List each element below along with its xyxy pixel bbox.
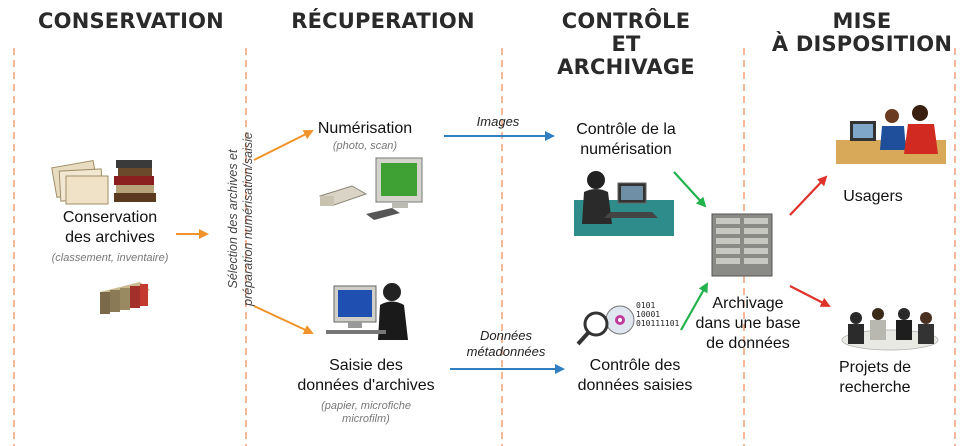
node-selection-line2: préparation numérisation/saisie — [241, 132, 255, 306]
node-saisie-sub1: (papier, microfiche — [321, 400, 411, 412]
header-mise-line2: À DISPOSITION — [771, 32, 953, 56]
users-icon — [836, 105, 946, 164]
binary-line1: 0101 — [636, 301, 656, 310]
node-archivage-line2: dans une base — [695, 315, 801, 332]
node-controle-saisie-line1: Contrôle des — [589, 357, 681, 374]
node-archivage-line3: de données — [706, 335, 790, 352]
meeting-icon — [841, 308, 939, 351]
header-mise-a-disposition: MISE À DISPOSITION — [762, 10, 962, 56]
laptop-person-icon — [574, 171, 674, 236]
node-conservation-sub: (classement, inventaire) — [51, 252, 169, 264]
header-recuperation: RÉCUPERATION — [291, 9, 475, 33]
binary-line2: 10001 — [636, 310, 661, 319]
binary-line3: 010111101 — [636, 319, 680, 328]
books-icon — [114, 160, 156, 202]
header-mise-line1: MISE — [832, 9, 892, 33]
node-controle-num-line2: numérisation — [580, 141, 672, 158]
node-conservation: Conservation des archives — [30, 208, 190, 248]
node-usagers: Usagers — [843, 188, 903, 205]
node-projets: Projets de recherche — [820, 358, 930, 398]
node-conservation-line1: Conservation — [62, 209, 158, 226]
archive-boxes-icon — [100, 282, 150, 314]
folders-icon — [51, 160, 109, 205]
header-controle-line3: ARCHIVAGE — [557, 55, 695, 79]
node-projets-line2: recherche — [839, 379, 911, 396]
server-rack-icon — [711, 213, 773, 277]
header-controle-line1: CONTRÔLE — [561, 9, 691, 33]
person-computer-icon — [326, 283, 408, 340]
node-projets-line1: Projets de — [838, 359, 912, 376]
arrow-label-donnees-line2: métadonnées — [466, 344, 546, 359]
node-numerisation: Numérisation — [317, 120, 413, 137]
arrow-to-projets — [789, 285, 831, 307]
node-selection: Sélection des archives et préparation nu… — [226, 104, 260, 334]
node-saisie-sub2: microfilm) — [342, 413, 390, 425]
node-controle-saisie-line2: données saisies — [577, 377, 693, 394]
scanner-computer-icon — [318, 157, 423, 220]
node-saisie-line1: Saisie des — [329, 357, 403, 374]
arrow-to-saisie — [253, 305, 314, 335]
node-conservation-line2: des archives — [65, 229, 155, 246]
node-saisie-sub: (papier, microfiche microfilm) — [286, 400, 446, 426]
node-archivage-line1: Archivage — [712, 295, 784, 312]
node-controle-num-line1: Contrôle de la — [576, 121, 676, 138]
header-conservation: CONSERVATION — [38, 9, 224, 33]
arrow-to-numerisation — [253, 130, 314, 161]
node-saisie: Saisie des données d'archives — [286, 356, 446, 396]
node-numerisation-sub: (photo, scan) — [332, 140, 398, 152]
header-controle: CONTRÔLE ET ARCHIVAGE — [528, 10, 724, 79]
arrow-label-images: Images — [476, 114, 520, 129]
arrow-controle-saisie-to-archivage — [680, 282, 708, 331]
node-selection-line1: Sélection des archives et — [226, 149, 240, 289]
binary-digits: 0101 10001 010111101 — [636, 301, 679, 328]
node-controle-numerisation: Contrôle de la numérisation — [548, 120, 704, 160]
node-controle-saisie: Contrôle des données saisies — [560, 356, 710, 396]
node-archivage: Archivage dans une base de données — [686, 294, 810, 354]
header-controle-line2: ET — [611, 32, 641, 56]
arrow-label-donnees-line1: Données — [479, 328, 533, 343]
arrow-label-donnees: Données métadonnées — [446, 328, 566, 360]
arrow-controle-num-to-archivage — [673, 171, 707, 208]
magnifier-cd-icon — [576, 305, 635, 346]
arrow-to-usagers — [789, 175, 828, 216]
node-saisie-line2: données d'archives — [297, 377, 435, 394]
